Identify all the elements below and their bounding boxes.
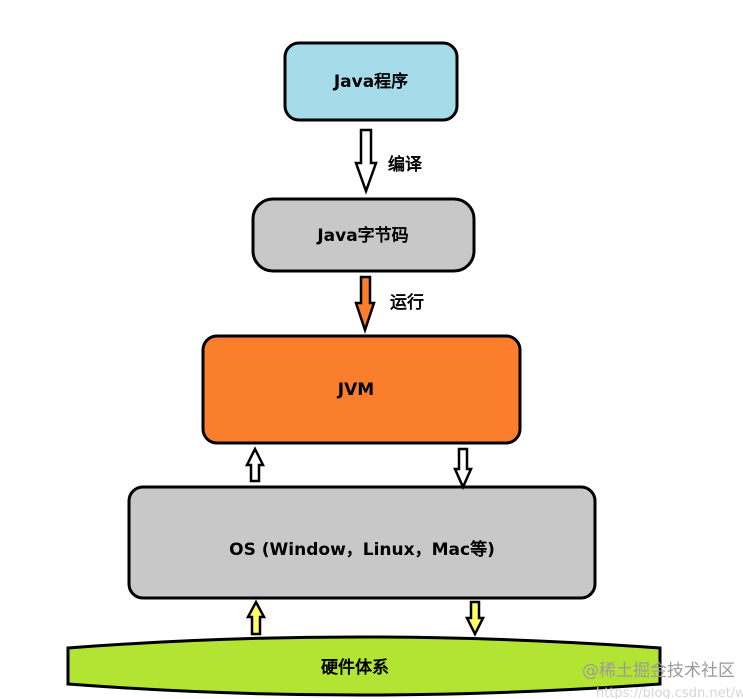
node-os: OS (Window，Linux，Mac等)	[127, 485, 597, 600]
node-java-program-label: Java程序	[333, 71, 408, 92]
node-java-bytecode-box	[251, 197, 476, 273]
node-os-label: OS (Window，Linux，Mac等)	[229, 539, 495, 560]
node-hardware-label: 硬件体系	[321, 657, 389, 678]
edge-os-to-hardware	[464, 600, 486, 637]
node-jvm-label: JVM	[337, 380, 374, 400]
edge-compile: 编译	[354, 128, 423, 195]
watermark-text: @稀土掘金技术社区	[582, 661, 735, 681]
node-jvm-box	[201, 334, 522, 445]
node-java-program-box	[283, 41, 459, 122]
edge-os-to-hardware-arrow	[464, 600, 486, 637]
edge-run-arrow	[354, 275, 376, 334]
edge-compile-arrow	[354, 128, 378, 195]
node-java-bytecode: Java字节码	[251, 197, 476, 273]
edge-hardware-to-os	[245, 599, 267, 636]
edge-jvm-to-os-arrow	[453, 447, 473, 491]
node-java-program: Java程序	[283, 41, 459, 122]
node-java-bytecode-label: Java字节码	[316, 225, 408, 246]
node-hardware-shape	[66, 635, 662, 697]
edge-jvm-to-os	[453, 447, 473, 491]
edge-os-to-jvm-arrow	[244, 446, 266, 483]
node-os-box	[127, 485, 597, 600]
edge-hardware-to-os-arrow	[245, 599, 267, 636]
node-jvm: JVM	[201, 334, 522, 445]
edge-os-to-jvm	[244, 446, 266, 483]
edge-run: 运行	[354, 275, 424, 334]
node-hardware: 硬件体系	[66, 635, 662, 697]
edge-run-label: 运行	[390, 292, 424, 313]
watermark-url: https://blog.csdn.net/weixin	[596, 686, 743, 699]
edge-compile-label: 编译	[388, 154, 423, 175]
